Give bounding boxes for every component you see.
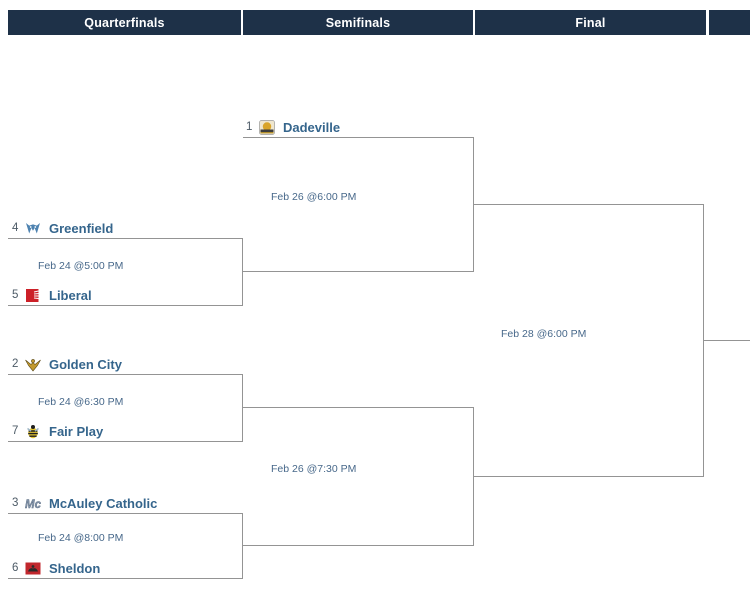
seed-sheldon: 6 <box>12 562 19 574</box>
mcauley-catholic-logo-icon: Mc <box>25 496 41 511</box>
game-time-qf3: Feb 24 @8:00 PM <box>38 532 124 544</box>
header-final: Final <box>475 10 706 35</box>
header-quarterfinals-label: Quarterfinals <box>84 15 165 30</box>
game-time-sf1: Feb 26 @6:00 PM <box>271 191 357 203</box>
team-liberal[interactable]: 5 Liberal <box>12 285 92 305</box>
header-semifinals-label: Semifinals <box>325 15 391 30</box>
bracket-line-qf1-vertical <box>242 238 243 306</box>
greenfield-logo-icon <box>25 221 41 236</box>
game-time-qf2: Feb 24 @6:30 PM <box>38 396 124 408</box>
team-mcauley-catholic[interactable]: 3 Mc McAuley Catholic <box>12 493 157 513</box>
team-name-liberal: Liberal <box>49 287 92 303</box>
bracket-line-sheldon-underline <box>8 578 242 579</box>
bracket-line-qf3-connector <box>242 545 473 546</box>
bracket-line-qf3-vertical <box>242 513 243 579</box>
team-name-mcauley-catholic: McAuley Catholic <box>49 495 158 511</box>
seed-dadeville: 1 <box>246 121 253 133</box>
team-name-dadeville: Dadeville <box>283 119 341 135</box>
header-quarterfinals: Quarterfinals <box>8 10 241 35</box>
team-name-greenfield: Greenfield <box>49 220 114 236</box>
bracket-line-greenfield-underline <box>8 238 242 239</box>
header-column-partial <box>709 10 750 35</box>
seed-fair-play: 7 <box>12 425 19 437</box>
bracket-line-sf2-connector <box>473 476 703 477</box>
team-dadeville[interactable]: 1 Dadeville <box>246 117 340 137</box>
seed-golden-city: 2 <box>12 358 19 370</box>
bracket-line-qf1-connector <box>242 271 473 272</box>
bracket-line-qf2-connector <box>242 407 473 408</box>
seed-greenfield: 4 <box>12 222 19 234</box>
team-fair-play[interactable]: 7 Fair Play <box>12 421 103 441</box>
bracket-line-golden-city-underline <box>8 374 242 375</box>
team-greenfield[interactable]: 4 Greenfield <box>12 218 113 238</box>
seed-liberal: 5 <box>12 289 19 301</box>
team-sheldon[interactable]: 6 Sheldon <box>12 558 100 578</box>
dadeville-logo-icon <box>259 119 275 135</box>
svg-text:Mc: Mc <box>25 499 41 511</box>
fair-play-logo-icon <box>25 424 41 439</box>
team-name-golden-city: Golden City <box>49 356 122 372</box>
bracket-line-final-connector <box>703 340 750 341</box>
team-golden-city[interactable]: 2 Golden City <box>12 354 122 374</box>
bracket-line-fair-play-underline <box>8 441 242 442</box>
liberal-logo-icon <box>25 288 41 303</box>
header-semifinals: Semifinals <box>243 10 473 35</box>
bracket-line-sf1-connector <box>473 204 703 205</box>
seed-mcauley-catholic: 3 <box>12 497 19 509</box>
game-time-qf1: Feb 24 @5:00 PM <box>38 260 124 272</box>
bracket-line-liberal-underline <box>8 305 242 306</box>
golden-city-logo-icon <box>25 357 41 372</box>
team-name-fair-play: Fair Play <box>49 423 104 439</box>
bracket-line-mcauley-underline <box>8 513 242 514</box>
game-time-sf2: Feb 26 @7:30 PM <box>271 463 357 475</box>
game-time-final: Feb 28 @6:00 PM <box>501 328 587 340</box>
sheldon-logo-icon <box>25 561 41 576</box>
team-name-sheldon: Sheldon <box>49 560 101 576</box>
header-final-label: Final <box>575 15 606 30</box>
bracket-line-dadeville-underline <box>243 137 473 138</box>
bracket-line-qf2-vertical <box>242 374 243 442</box>
